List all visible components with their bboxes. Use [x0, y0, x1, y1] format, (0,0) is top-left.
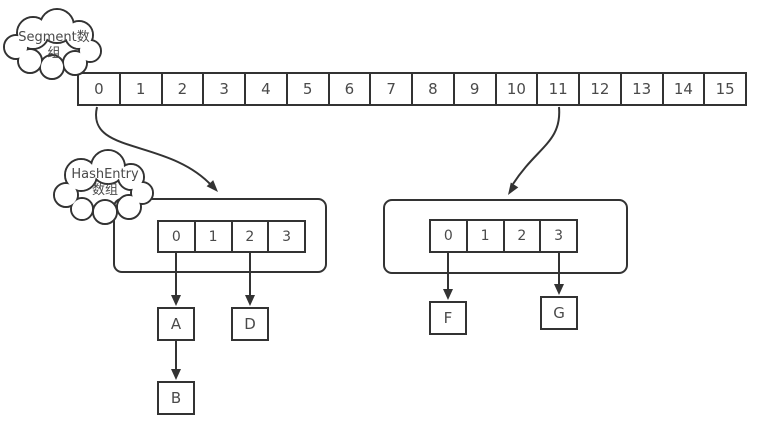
node-b: B — [157, 381, 195, 415]
segment-array: 0 1 2 3 4 5 6 7 8 9 10 11 12 13 14 15 — [77, 72, 747, 106]
segment-cloud-label: Segment数 组 — [18, 30, 90, 61]
right-bucket-cell-1: 1 — [468, 221, 505, 251]
left-bucket-cell-0: 0 — [159, 222, 196, 251]
node-d: D — [231, 307, 269, 341]
segment-cell-5: 5 — [288, 74, 330, 104]
segment-cell-15: 15 — [715, 80, 735, 98]
right-bucket-cell-2: 2 — [505, 221, 542, 251]
segment-cell-1: 1 — [121, 74, 163, 104]
segment-cell-2: 2 — [163, 74, 205, 104]
hashentry-array-left: 0 1 2 3 — [157, 220, 306, 253]
arrow-a-to-b — [171, 341, 181, 380]
segment-cell-14: 14 — [664, 74, 706, 104]
right-bucket-cell-3: 3 — [554, 228, 564, 244]
segment-cell-0: 0 — [79, 74, 121, 104]
left-bucket-cell-2: 2 — [233, 222, 270, 251]
hashentry-array-right: 0 1 2 3 — [429, 219, 578, 253]
arrow-segment11-to-right-group — [508, 106, 561, 195]
hashentry-cloud-label: HashEntry 数组 — [71, 167, 139, 198]
segment-cell-4: 4 — [246, 74, 288, 104]
segment-cell-8: 8 — [413, 74, 455, 104]
segment-cell-12: 12 — [580, 74, 622, 104]
segment-cell-6: 6 — [330, 74, 372, 104]
segment-cell-13: 13 — [622, 74, 664, 104]
segment-cell-9: 9 — [455, 74, 497, 104]
node-g: G — [540, 296, 578, 330]
node-f: F — [429, 301, 467, 335]
left-bucket-cell-1: 1 — [196, 222, 233, 251]
segment-cell-11: 11 — [538, 74, 580, 104]
segment-cell-3: 3 — [204, 74, 246, 104]
left-bucket-cell-3: 3 — [282, 228, 292, 245]
segment-cell-7: 7 — [371, 74, 413, 104]
right-bucket-cell-0: 0 — [431, 221, 468, 251]
node-a: A — [157, 307, 195, 341]
segment-cell-10: 10 — [497, 74, 539, 104]
